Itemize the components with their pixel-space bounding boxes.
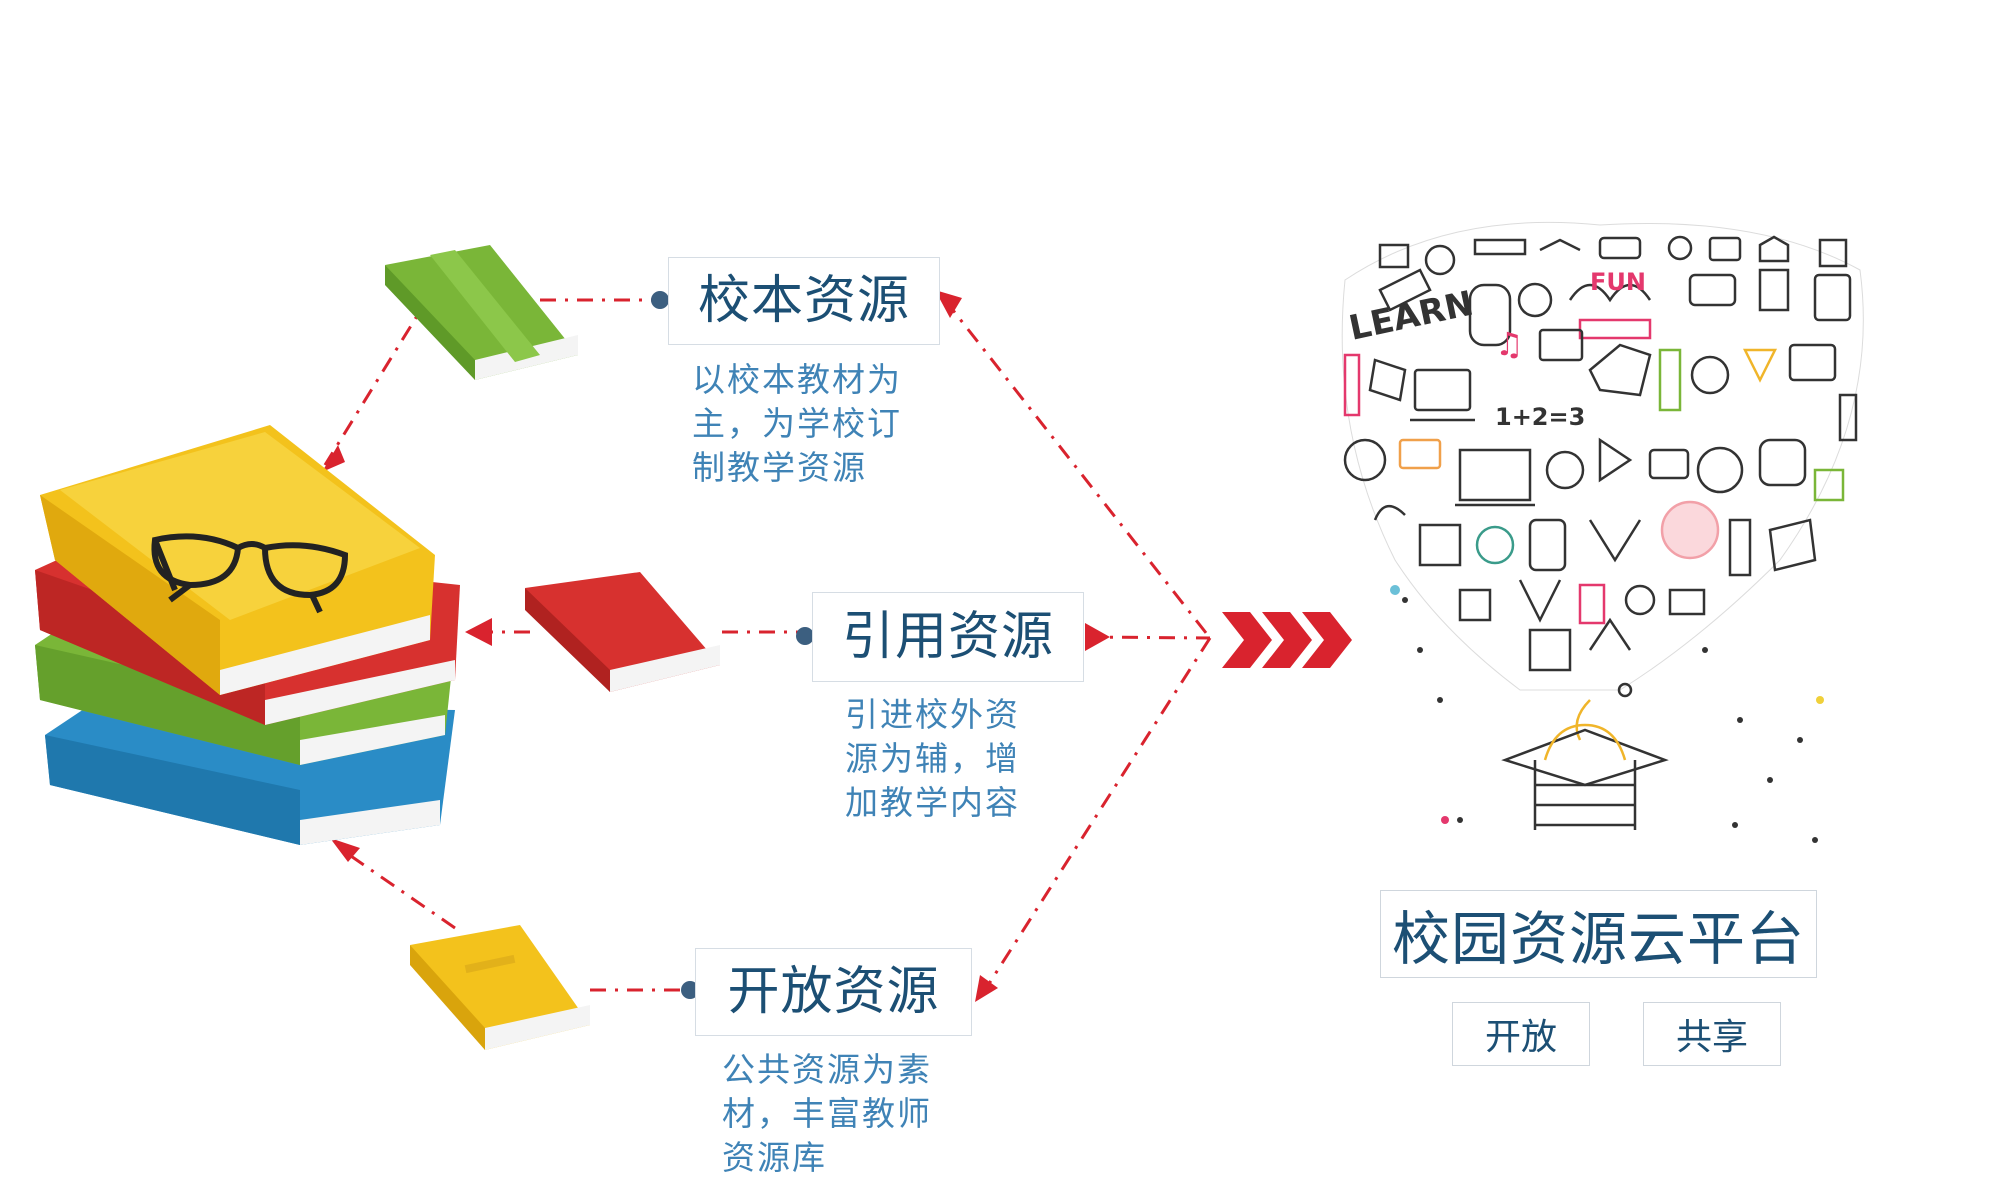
connector-label2-to-hub <box>1084 635 1211 640</box>
platform-title: 校园资源云平台 <box>1391 905 1805 973</box>
platform-tag-share: 共享 <box>1643 1002 1781 1066</box>
svg-text:1+2=3: 1+2=3 <box>1495 403 1585 431</box>
svg-text:FUN: FUN <box>1590 268 1646 296</box>
platform-tag-open: 开放 <box>1452 1002 1590 1066</box>
platform-tag-open-text: 开放 <box>1484 1017 1557 1058</box>
label-school-resource: 校本资源 <box>668 257 940 345</box>
connector-label1-to-hub <box>943 299 1212 639</box>
arrowhead-label2 <box>1085 623 1110 651</box>
label-cited-resource: 引用资源 <box>812 592 1084 682</box>
arrowhead-stack-top <box>322 445 345 472</box>
glasses-icon <box>151 533 349 614</box>
doodle-cloud-icon: LEARN FUN ♫ 1+2=3 <box>1341 221 1864 843</box>
desc-cited-resource: 引进校外资源为辅，增加教学内容 <box>845 695 1020 822</box>
node-dot-1 <box>651 291 669 309</box>
arrowhead-stack-bottom <box>330 838 360 862</box>
node-dot-3 <box>681 981 699 999</box>
desc-open-resource: 公共资源为素材，丰富教师资源库 <box>722 1050 932 1177</box>
connector-yellow-book-to-stack <box>334 843 456 930</box>
red-book-icon <box>525 572 720 692</box>
label-open-resource-text: 开放资源 <box>727 962 940 1022</box>
label-cited-resource-text: 引用资源 <box>841 607 1054 667</box>
platform-title-box: 校园资源云平台 <box>1380 890 1817 978</box>
svg-text:LEARN: LEARN <box>1346 284 1477 349</box>
desc-school-resource: 以校本教材为主，为学校订制教学资源 <box>692 360 902 487</box>
yellow-book-icon <box>410 925 590 1050</box>
arrowhead-stack-mid <box>465 618 492 646</box>
connector-green-book-to-stack <box>323 294 432 466</box>
label-school-resource-text: 校本资源 <box>697 271 910 331</box>
arrowhead-label1 <box>935 290 962 318</box>
svg-text:♫: ♫ <box>1495 325 1524 363</box>
connector-markers <box>322 290 1110 1002</box>
green-book-icon <box>385 245 578 380</box>
chevron-arrows-icon <box>1222 612 1352 668</box>
open-book-icon <box>1501 723 1669 830</box>
book-stack-icon <box>35 425 460 845</box>
platform-tag-share-text: 共享 <box>1675 1017 1748 1058</box>
node-dot-2 <box>796 627 814 645</box>
label-open-resource: 开放资源 <box>695 948 972 1036</box>
connector-hub-to-label3 <box>983 637 1212 991</box>
arrowhead-label3 <box>975 975 998 1002</box>
